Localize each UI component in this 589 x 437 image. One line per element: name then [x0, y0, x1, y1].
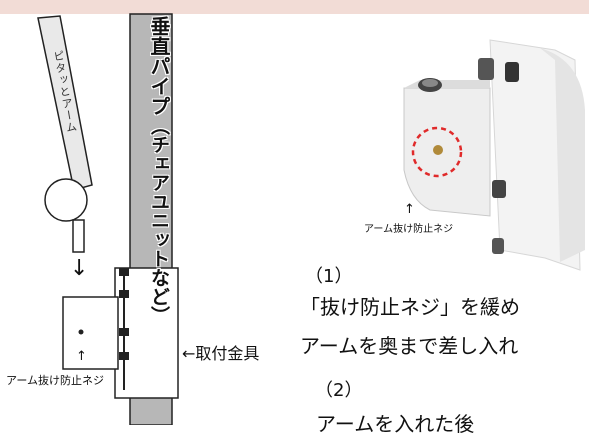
- mounting-bracket: [114, 267, 179, 399]
- step-2-line-1: アームを入れた後: [316, 412, 475, 436]
- arm-bar: [37, 15, 93, 191]
- top-strip: [0, 0, 589, 14]
- bracket-label: ←取付金具: [182, 344, 260, 363]
- socket-screw: [78, 329, 84, 335]
- up-arrow-icon: ↑: [76, 349, 87, 364]
- step-2-number: （2）: [315, 380, 363, 401]
- pipe-label-main: 垂直パイプ: [147, 16, 171, 116]
- photo-up-arrow-icon: ↑: [404, 202, 415, 217]
- mounting-diagram: [37, 13, 585, 425]
- arm-socket: [62, 296, 119, 370]
- step-1-number: （1）: [305, 266, 353, 287]
- screw-label-left: アーム抜け防止ネジ: [6, 374, 105, 387]
- arm-ball: [44, 178, 88, 222]
- photo-bracket: [403, 39, 585, 271]
- step-1-line-2: アームを奥まで差し入れ: [300, 334, 519, 358]
- pipe-label: 垂直パイプ（チェアユニットなど）: [147, 16, 171, 325]
- dashed-circle: [411, 126, 463, 178]
- step-1-line-1: 「抜け防止ネジ」を緩め: [300, 295, 520, 319]
- photo-caption: アーム抜け防止ネジ: [364, 224, 454, 235]
- arm-stub: [72, 219, 85, 253]
- down-arrow-icon: ↓: [70, 256, 89, 281]
- pipe-label-sub: （チェアユニットなど）: [148, 116, 170, 325]
